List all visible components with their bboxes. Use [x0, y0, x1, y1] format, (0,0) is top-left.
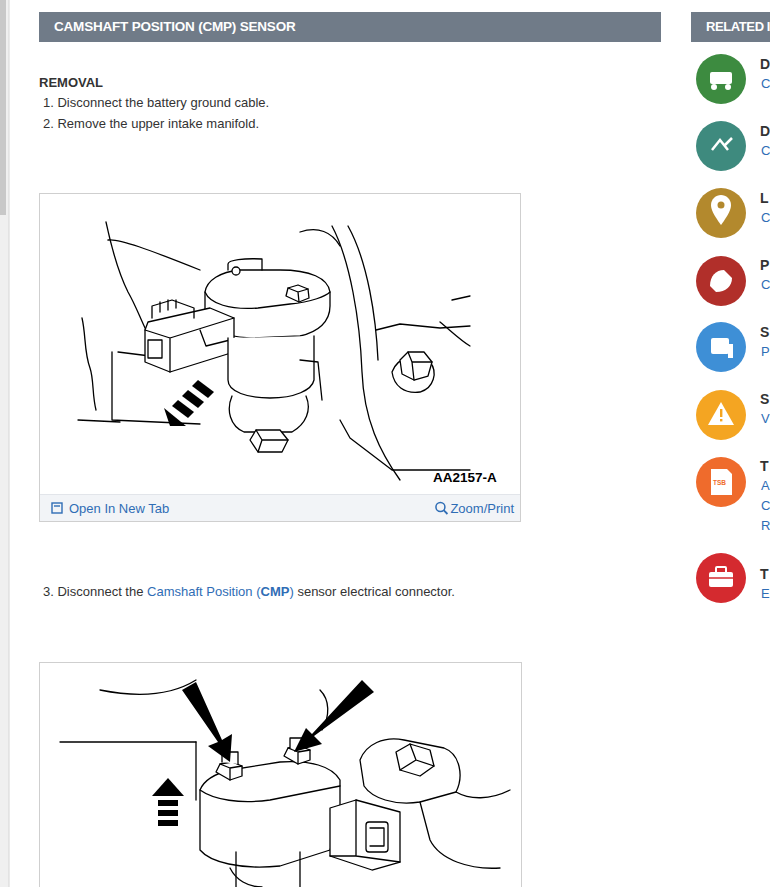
link-text: Camshaft Position	[147, 584, 253, 599]
link-letter: C	[761, 143, 770, 158]
window-edge	[0, 0, 9, 887]
panel-letter: T	[760, 566, 769, 582]
figure-frame	[40, 663, 522, 887]
link-text: Open In New Tab	[69, 501, 169, 516]
link-letter: A	[761, 478, 770, 493]
step-text: 3. Disconnect the	[43, 584, 143, 599]
sensor-illustration	[78, 222, 470, 480]
link-letter: C	[761, 277, 770, 292]
sidebar-icons	[696, 54, 746, 603]
figure-frame: AA2157-A Open In New Tab Zoom/Print	[39, 193, 521, 522]
link-text: )	[289, 584, 293, 599]
panel-letter: P	[760, 257, 769, 273]
panel-heading: RELATED I	[706, 19, 770, 34]
link-letter: C	[761, 210, 770, 225]
link-text: CMP	[261, 584, 290, 599]
step-text: 2. Remove the upper intake manifold.	[43, 116, 259, 131]
link-letter: C	[761, 76, 770, 91]
direction-arrow	[164, 380, 214, 426]
sensor-illustration	[60, 680, 510, 887]
pointer-arrow	[152, 680, 374, 826]
link-text: (	[256, 584, 260, 599]
icon-text: TSB	[713, 479, 726, 486]
panel-letter: L	[760, 190, 769, 206]
related-band: RELATED I	[691, 12, 770, 42]
link-letter: V	[761, 411, 770, 426]
link-letter: R	[761, 518, 770, 533]
step-text: sensor electrical connector.	[297, 584, 455, 599]
panel-letter: S	[760, 324, 769, 340]
panel-letter: T	[760, 458, 769, 474]
link-letter: P	[761, 344, 770, 359]
link-letter: E	[761, 586, 770, 601]
figure-toolbar: Open In New Tab Zoom/Print	[40, 494, 520, 521]
panel-letter: D	[760, 56, 770, 72]
title-band: CAMSHAFT POSITION (CMP) SENSOR	[39, 12, 661, 42]
step-text: 1. Disconnect the battery ground cable.	[43, 95, 269, 110]
link-letter: C	[761, 498, 770, 513]
figure-code: AA2157-A	[433, 470, 497, 485]
panel-letter: D	[760, 123, 770, 139]
scrollbar	[0, 0, 6, 215]
step-line: 3. Disconnect the Camshaft Position(CMP) s…	[43, 584, 455, 599]
link-text: Zoom/Print	[450, 501, 514, 516]
page-title: CAMSHAFT POSITION (CMP) SENSOR	[54, 19, 296, 34]
panel-letter: S	[760, 391, 769, 407]
section-heading: REMOVAL	[39, 75, 103, 90]
